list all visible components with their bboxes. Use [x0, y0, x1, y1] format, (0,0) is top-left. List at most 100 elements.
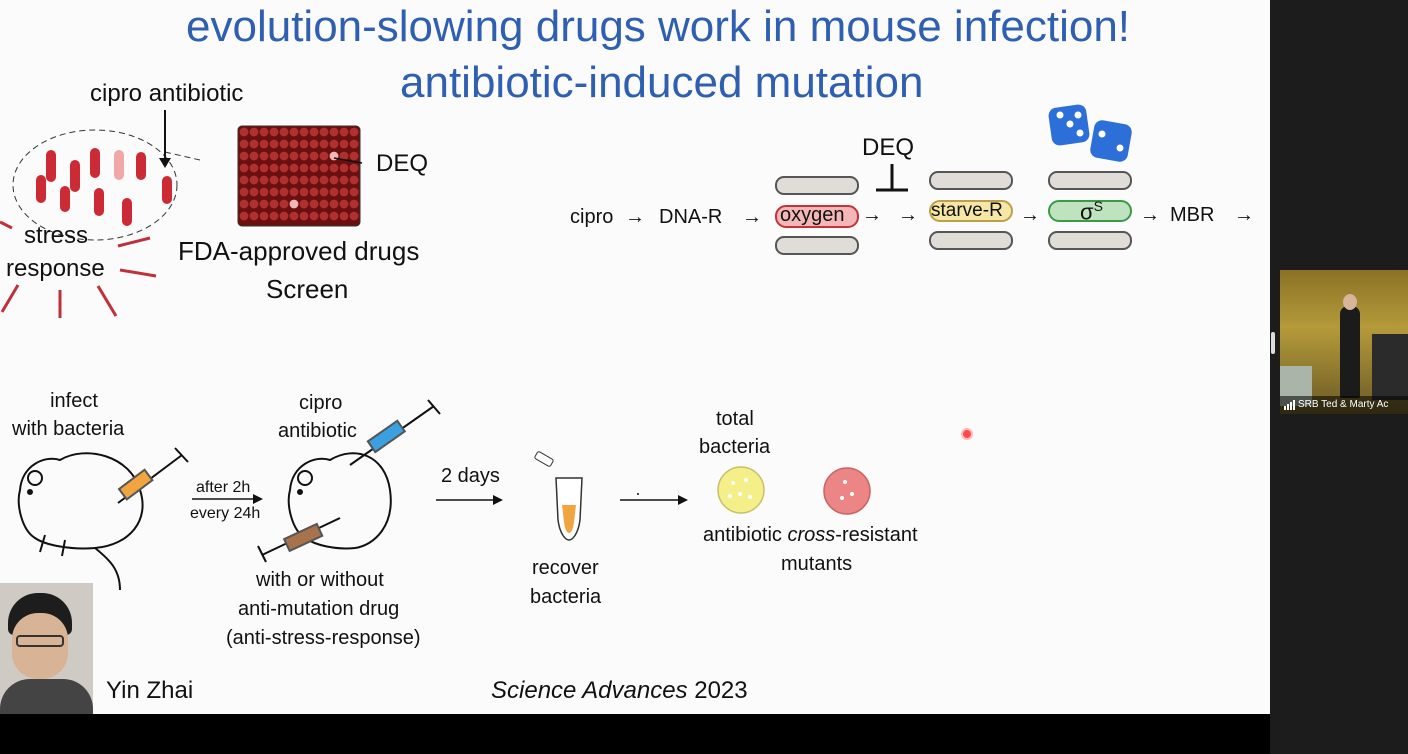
stress-response-diagram: [0, 110, 201, 318]
plate-well: [279, 163, 289, 173]
response-label: response: [6, 255, 105, 282]
plate-well: [319, 199, 329, 209]
pathway-dna-r: DNA-R: [659, 206, 723, 228]
bacteria-label: bacteria: [699, 436, 771, 458]
plate-well: [259, 151, 269, 161]
plate-well: [269, 139, 279, 149]
plate-well: [249, 139, 259, 149]
plate-well: [259, 187, 269, 197]
laser-pointer: [961, 428, 973, 440]
plate-well: [329, 127, 339, 137]
plate-well: [289, 151, 299, 161]
plate-well: [329, 211, 339, 221]
plate-well: [319, 211, 329, 221]
cross-resistant-label: antibiotic cross-resistant: [703, 524, 918, 546]
total-label: total: [716, 408, 754, 430]
petri-dish-total: [717, 466, 765, 514]
panel-resize-handle[interactable]: [1271, 332, 1275, 354]
plate-well: [329, 139, 339, 149]
plate-well: [299, 163, 309, 173]
fda-drugs-label: FDA-approved drugs: [178, 236, 420, 266]
mutants-label: mutants: [781, 553, 853, 575]
with-or-without-label: with or without: [256, 569, 384, 591]
plate-well: [279, 211, 289, 221]
plate-well: [349, 139, 359, 149]
plate-well: [239, 163, 249, 173]
cipro-antibiotic-label: cipro antibiotic: [90, 80, 244, 107]
recover-bacteria-label: bacteria: [530, 586, 602, 608]
plate-well: [339, 175, 349, 185]
plate-well: [329, 175, 339, 185]
plate-well: [349, 175, 359, 185]
plate-well: [239, 151, 249, 161]
plate-well: [269, 163, 279, 173]
plate-well: [299, 187, 309, 197]
plate-well: [259, 175, 269, 185]
mouse-illustration-2: [257, 399, 441, 563]
plate-well: [339, 163, 349, 173]
plate-well: [319, 187, 329, 197]
plate-well: [319, 151, 329, 161]
slide-title-line2: antibiotic-induced mutation: [400, 58, 924, 107]
pathway-arrow: →: [742, 206, 762, 228]
slide: evolution-slowing drugs work in mouse in…: [0, 0, 1270, 714]
plate-well: [279, 199, 289, 209]
participant-video-tile[interactable]: SRB Ted & Marty Ac: [1280, 270, 1408, 414]
plate-well: [269, 151, 279, 161]
plate-well: [279, 175, 289, 185]
deq-inhibitor-label: DEQ: [862, 134, 915, 161]
pathway-starve-r: starve-R: [931, 200, 1003, 221]
plate-well: [239, 139, 249, 149]
plate-well: [349, 151, 359, 161]
plate-well: [259, 211, 269, 221]
plate-well: [299, 151, 309, 161]
plate-well: [309, 139, 319, 149]
anti-stress-label: (anti-stress-response): [226, 627, 421, 649]
bottom-bar: [0, 714, 1270, 754]
plate-well: [259, 163, 269, 173]
plate-well: [299, 139, 309, 149]
with-bacteria-label: with bacteria: [12, 418, 125, 440]
plate-well: [269, 211, 279, 221]
plate-well: [339, 151, 349, 161]
plate-well: [269, 187, 279, 197]
plate-well: [249, 187, 259, 197]
cipro-label: cipro: [299, 392, 343, 414]
plate-well: [319, 127, 329, 137]
plate-well: [279, 139, 289, 149]
plate-well: [269, 127, 279, 137]
plate-well: [299, 127, 309, 137]
participant-name-label: SRB Ted & Marty Ac: [1280, 396, 1408, 414]
plate-well: [309, 187, 319, 197]
plate-well: [349, 187, 359, 197]
plate-well: [349, 127, 359, 137]
plate-well: [339, 211, 349, 221]
plate-well: [349, 163, 359, 173]
plate-well: [329, 163, 339, 173]
plate-well: [279, 127, 289, 137]
infect-label: infect: [50, 390, 98, 412]
recover-label: recover: [532, 557, 599, 579]
well-plate: [237, 125, 363, 227]
plate-well: [289, 163, 299, 173]
plate-well: [339, 139, 349, 149]
plate-well: [309, 211, 319, 221]
plate-well: [249, 211, 259, 221]
plate-well: [329, 199, 339, 209]
stress-label: stress: [24, 222, 89, 249]
author-name: Yin Zhai: [106, 677, 194, 704]
plate-well: [239, 127, 249, 137]
pathway-diagram: [775, 104, 1132, 255]
plate-well: [259, 139, 269, 149]
dice-icon: [1048, 104, 1132, 162]
plate-well: [309, 127, 319, 137]
pathway-sigma-s: σS: [1080, 198, 1103, 225]
screen-label: Screen: [266, 274, 349, 304]
plate-well: [259, 127, 269, 137]
slide-title-line1: evolution-slowing drugs work in mouse in…: [186, 2, 1131, 51]
pathway-cipro: cipro: [570, 206, 614, 228]
pathway-arrow: →: [1234, 204, 1254, 226]
plate-well: [299, 211, 309, 221]
two-days-label: 2 days: [441, 465, 500, 487]
plate-well: [309, 175, 319, 185]
